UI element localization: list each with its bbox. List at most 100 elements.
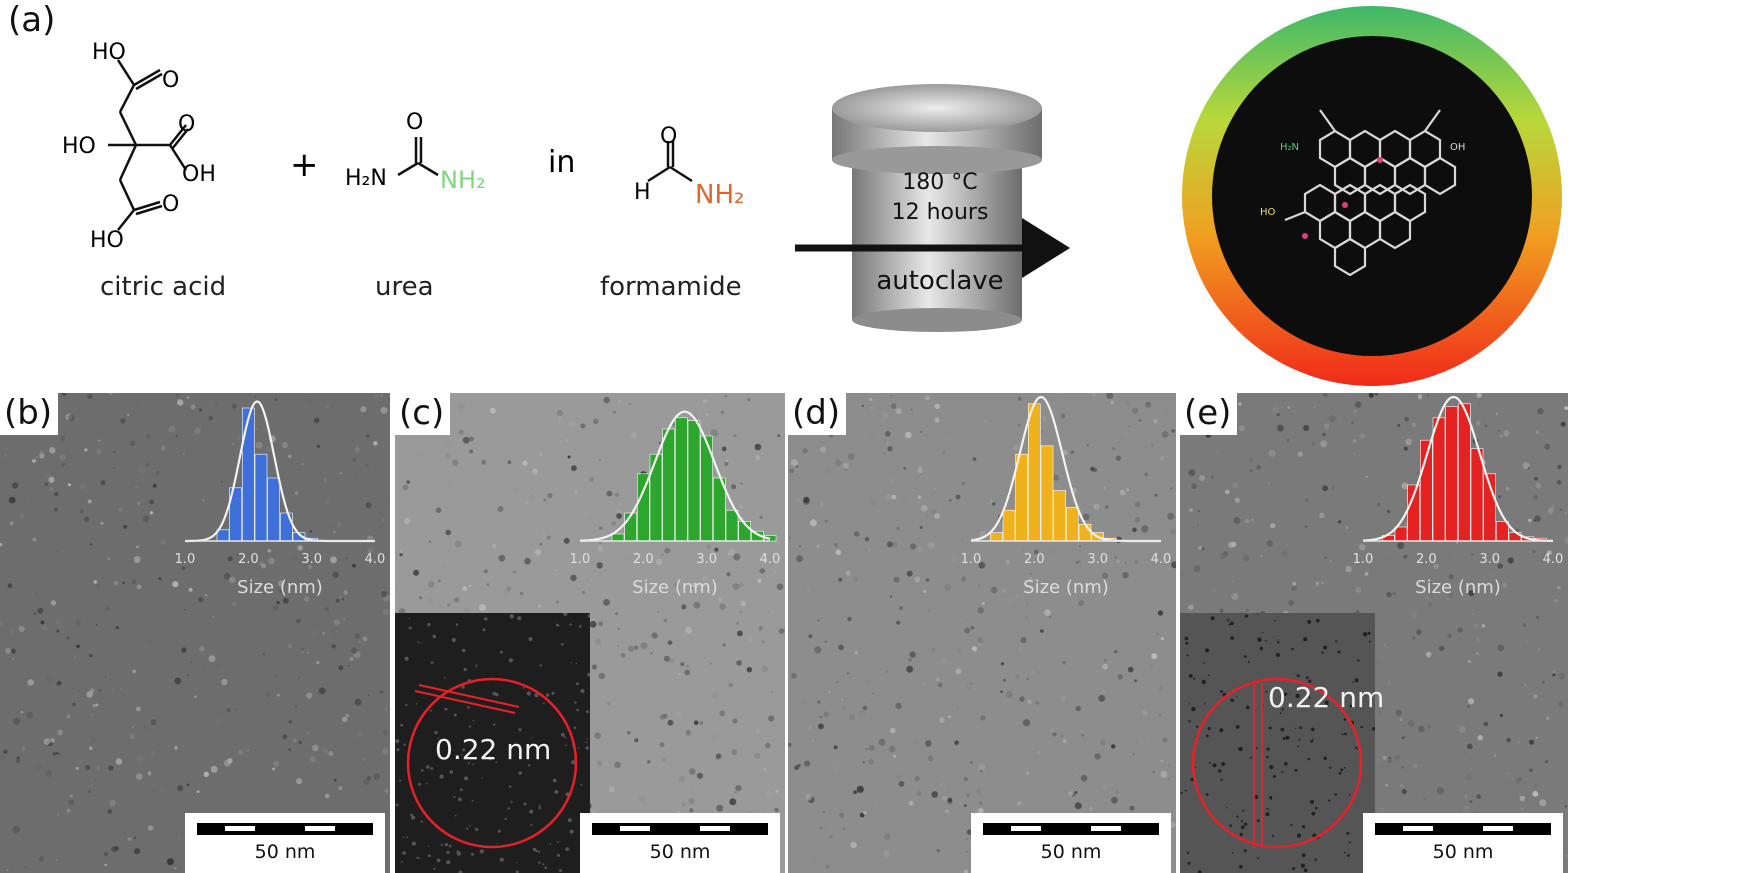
tem-particle — [9, 521, 14, 526]
tem-particle — [1086, 443, 1090, 447]
tem-particle — [597, 545, 603, 552]
tem-particle — [56, 813, 60, 816]
tem-particle — [758, 626, 763, 631]
hrtem-texture-dot — [411, 815, 416, 820]
tem-particle — [1476, 393, 1482, 398]
tem-particle — [678, 775, 685, 782]
histogram-bar — [1002, 509, 1016, 542]
tem-particle — [616, 644, 620, 648]
tem-particle — [1377, 806, 1385, 814]
tem-particle — [1053, 474, 1060, 481]
tem-particle — [897, 774, 902, 779]
hrtem-texture-dot — [569, 623, 572, 626]
tem-particle — [221, 678, 228, 686]
tem-particle — [616, 513, 622, 519]
tem-particle — [884, 833, 891, 840]
histogram-tick-label: 4.0 — [365, 552, 386, 567]
tem-particle — [1565, 853, 1568, 858]
tem-particle — [905, 431, 912, 439]
atom-o-bottom: O — [162, 192, 180, 217]
tem-particle — [512, 570, 516, 574]
tem-particle — [729, 798, 737, 806]
tem-particle — [1387, 759, 1392, 764]
tem-particle — [1471, 553, 1474, 556]
tem-particle — [1403, 554, 1408, 559]
tem-particle — [890, 394, 893, 398]
tem-particle — [294, 491, 299, 495]
hrtem-texture-dot — [437, 737, 440, 740]
hrtem-texture-dot — [482, 628, 486, 632]
tem-particle — [150, 719, 157, 726]
tem-particle — [819, 502, 824, 506]
tem-particle — [689, 768, 696, 775]
tem-particle — [199, 645, 205, 652]
lattice-spacing-label: 0.22 nm — [435, 733, 552, 766]
tem-particle — [898, 781, 905, 787]
tem-particle — [1533, 694, 1538, 699]
hrtem-texture-dot — [439, 774, 444, 779]
tem-particle — [1472, 623, 1479, 629]
tem-particle — [634, 738, 639, 743]
tem-particle — [556, 409, 563, 417]
tem-particle — [798, 545, 802, 548]
tem-particle — [190, 661, 193, 664]
tem-particle — [149, 499, 155, 505]
tem-particle — [45, 676, 52, 683]
tem-particle — [685, 664, 690, 668]
tem-particle — [806, 629, 810, 632]
tem-particle — [892, 542, 898, 548]
tem-particle — [362, 636, 368, 642]
tem-particle — [1081, 734, 1084, 737]
hrtem-texture-dot — [1188, 673, 1193, 678]
tem-particle — [977, 808, 984, 815]
tem-particle — [1025, 602, 1029, 606]
tem-particle — [272, 767, 275, 771]
hrtem-texture-dot — [1323, 645, 1328, 650]
tem-particle — [714, 547, 719, 552]
tem-particle — [174, 677, 182, 685]
hrtem-texture-dot — [449, 770, 454, 774]
tem-particle — [841, 698, 843, 701]
tem-particle — [805, 793, 812, 801]
tem-particle — [656, 558, 663, 565]
tem-particle — [1484, 424, 1488, 428]
hrtem-texture-dot — [1230, 698, 1234, 703]
tem-particle — [838, 644, 844, 651]
hrtem-texture-dot — [1349, 794, 1351, 796]
tem-particle — [1382, 755, 1387, 760]
tem-particle — [882, 413, 889, 419]
hrtem-texture-dot — [526, 691, 532, 696]
tem-particle — [1380, 702, 1382, 705]
tem-particle — [1426, 394, 1429, 397]
tem-particle — [387, 496, 390, 501]
tem-particle — [1524, 683, 1527, 687]
tem-particle — [834, 543, 838, 547]
scale-bar-segment — [1011, 826, 1041, 831]
tem-particle — [688, 797, 695, 805]
hrtem-texture-dot — [1195, 725, 1199, 728]
tem-particle — [863, 811, 867, 815]
tem-particle — [795, 465, 799, 468]
tem-particle — [1075, 705, 1081, 712]
tem-particle — [1157, 610, 1164, 616]
tem-particle — [323, 748, 329, 755]
tem-particle — [1533, 519, 1537, 522]
histogram-bar — [1432, 417, 1446, 542]
histogram-bar — [216, 529, 230, 542]
hrtem-texture-dot — [1368, 640, 1371, 643]
hrtem-texture-dot — [1281, 708, 1284, 711]
hrtem-texture-dot — [1352, 681, 1354, 684]
tem-particle — [177, 785, 184, 792]
tem-particle — [443, 566, 446, 569]
hrtem-texture-dot — [1281, 770, 1284, 773]
tem-particle — [1132, 752, 1135, 755]
tem-particle — [66, 714, 70, 719]
tem-particle — [861, 404, 864, 407]
tem-particle — [1198, 545, 1203, 550]
scale-bar-line — [983, 823, 1159, 835]
tem-particle — [149, 511, 154, 515]
tem-particle — [1403, 446, 1408, 451]
tem-particle — [152, 790, 156, 793]
tem-particle — [462, 586, 468, 592]
